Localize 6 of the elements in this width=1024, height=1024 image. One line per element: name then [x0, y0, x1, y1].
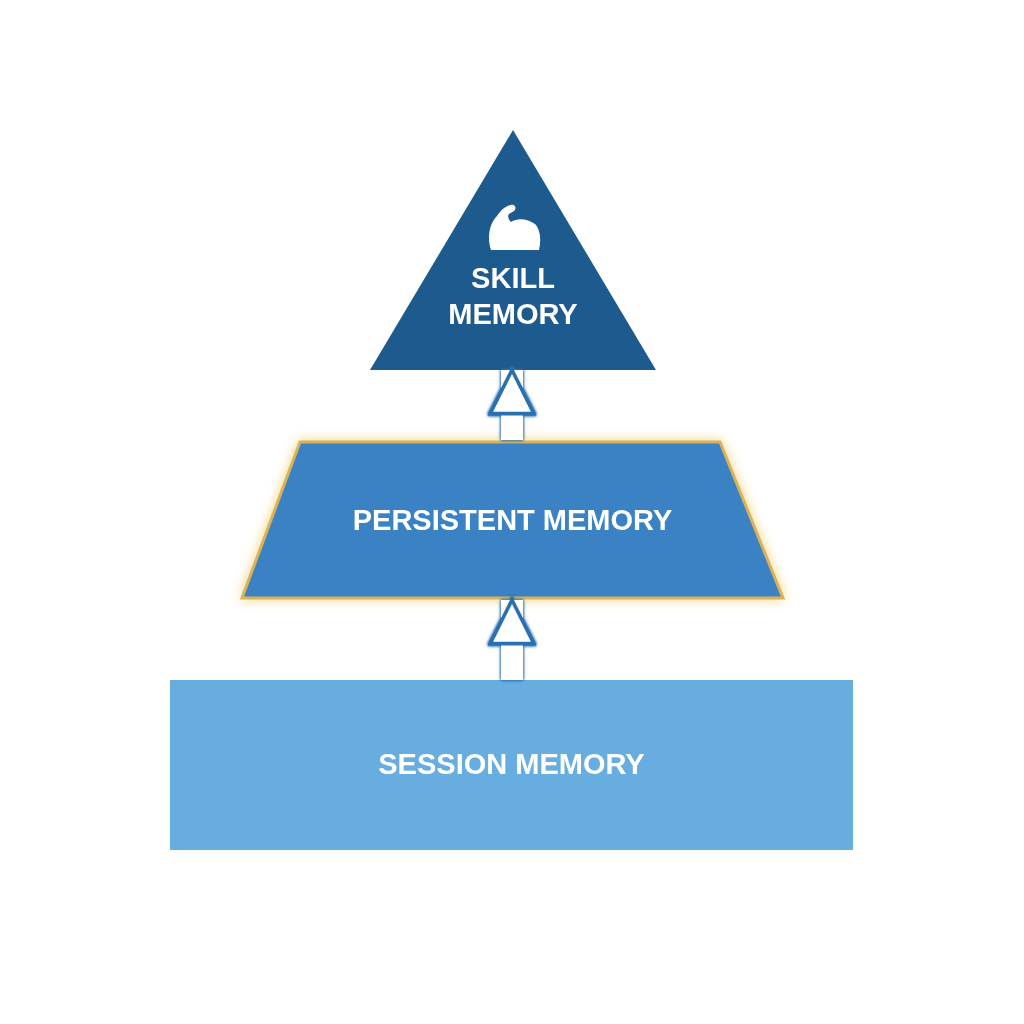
tier-label: PERSISTENT MEMORY: [351, 503, 674, 538]
tier-label: SESSION MEMORY: [377, 747, 646, 782]
triangle-tier: [370, 130, 656, 370]
trapezoid-tier: [240, 440, 785, 600]
rectangle-tier: [170, 680, 853, 850]
tier-label: SKILL MEMORY: [447, 261, 579, 332]
